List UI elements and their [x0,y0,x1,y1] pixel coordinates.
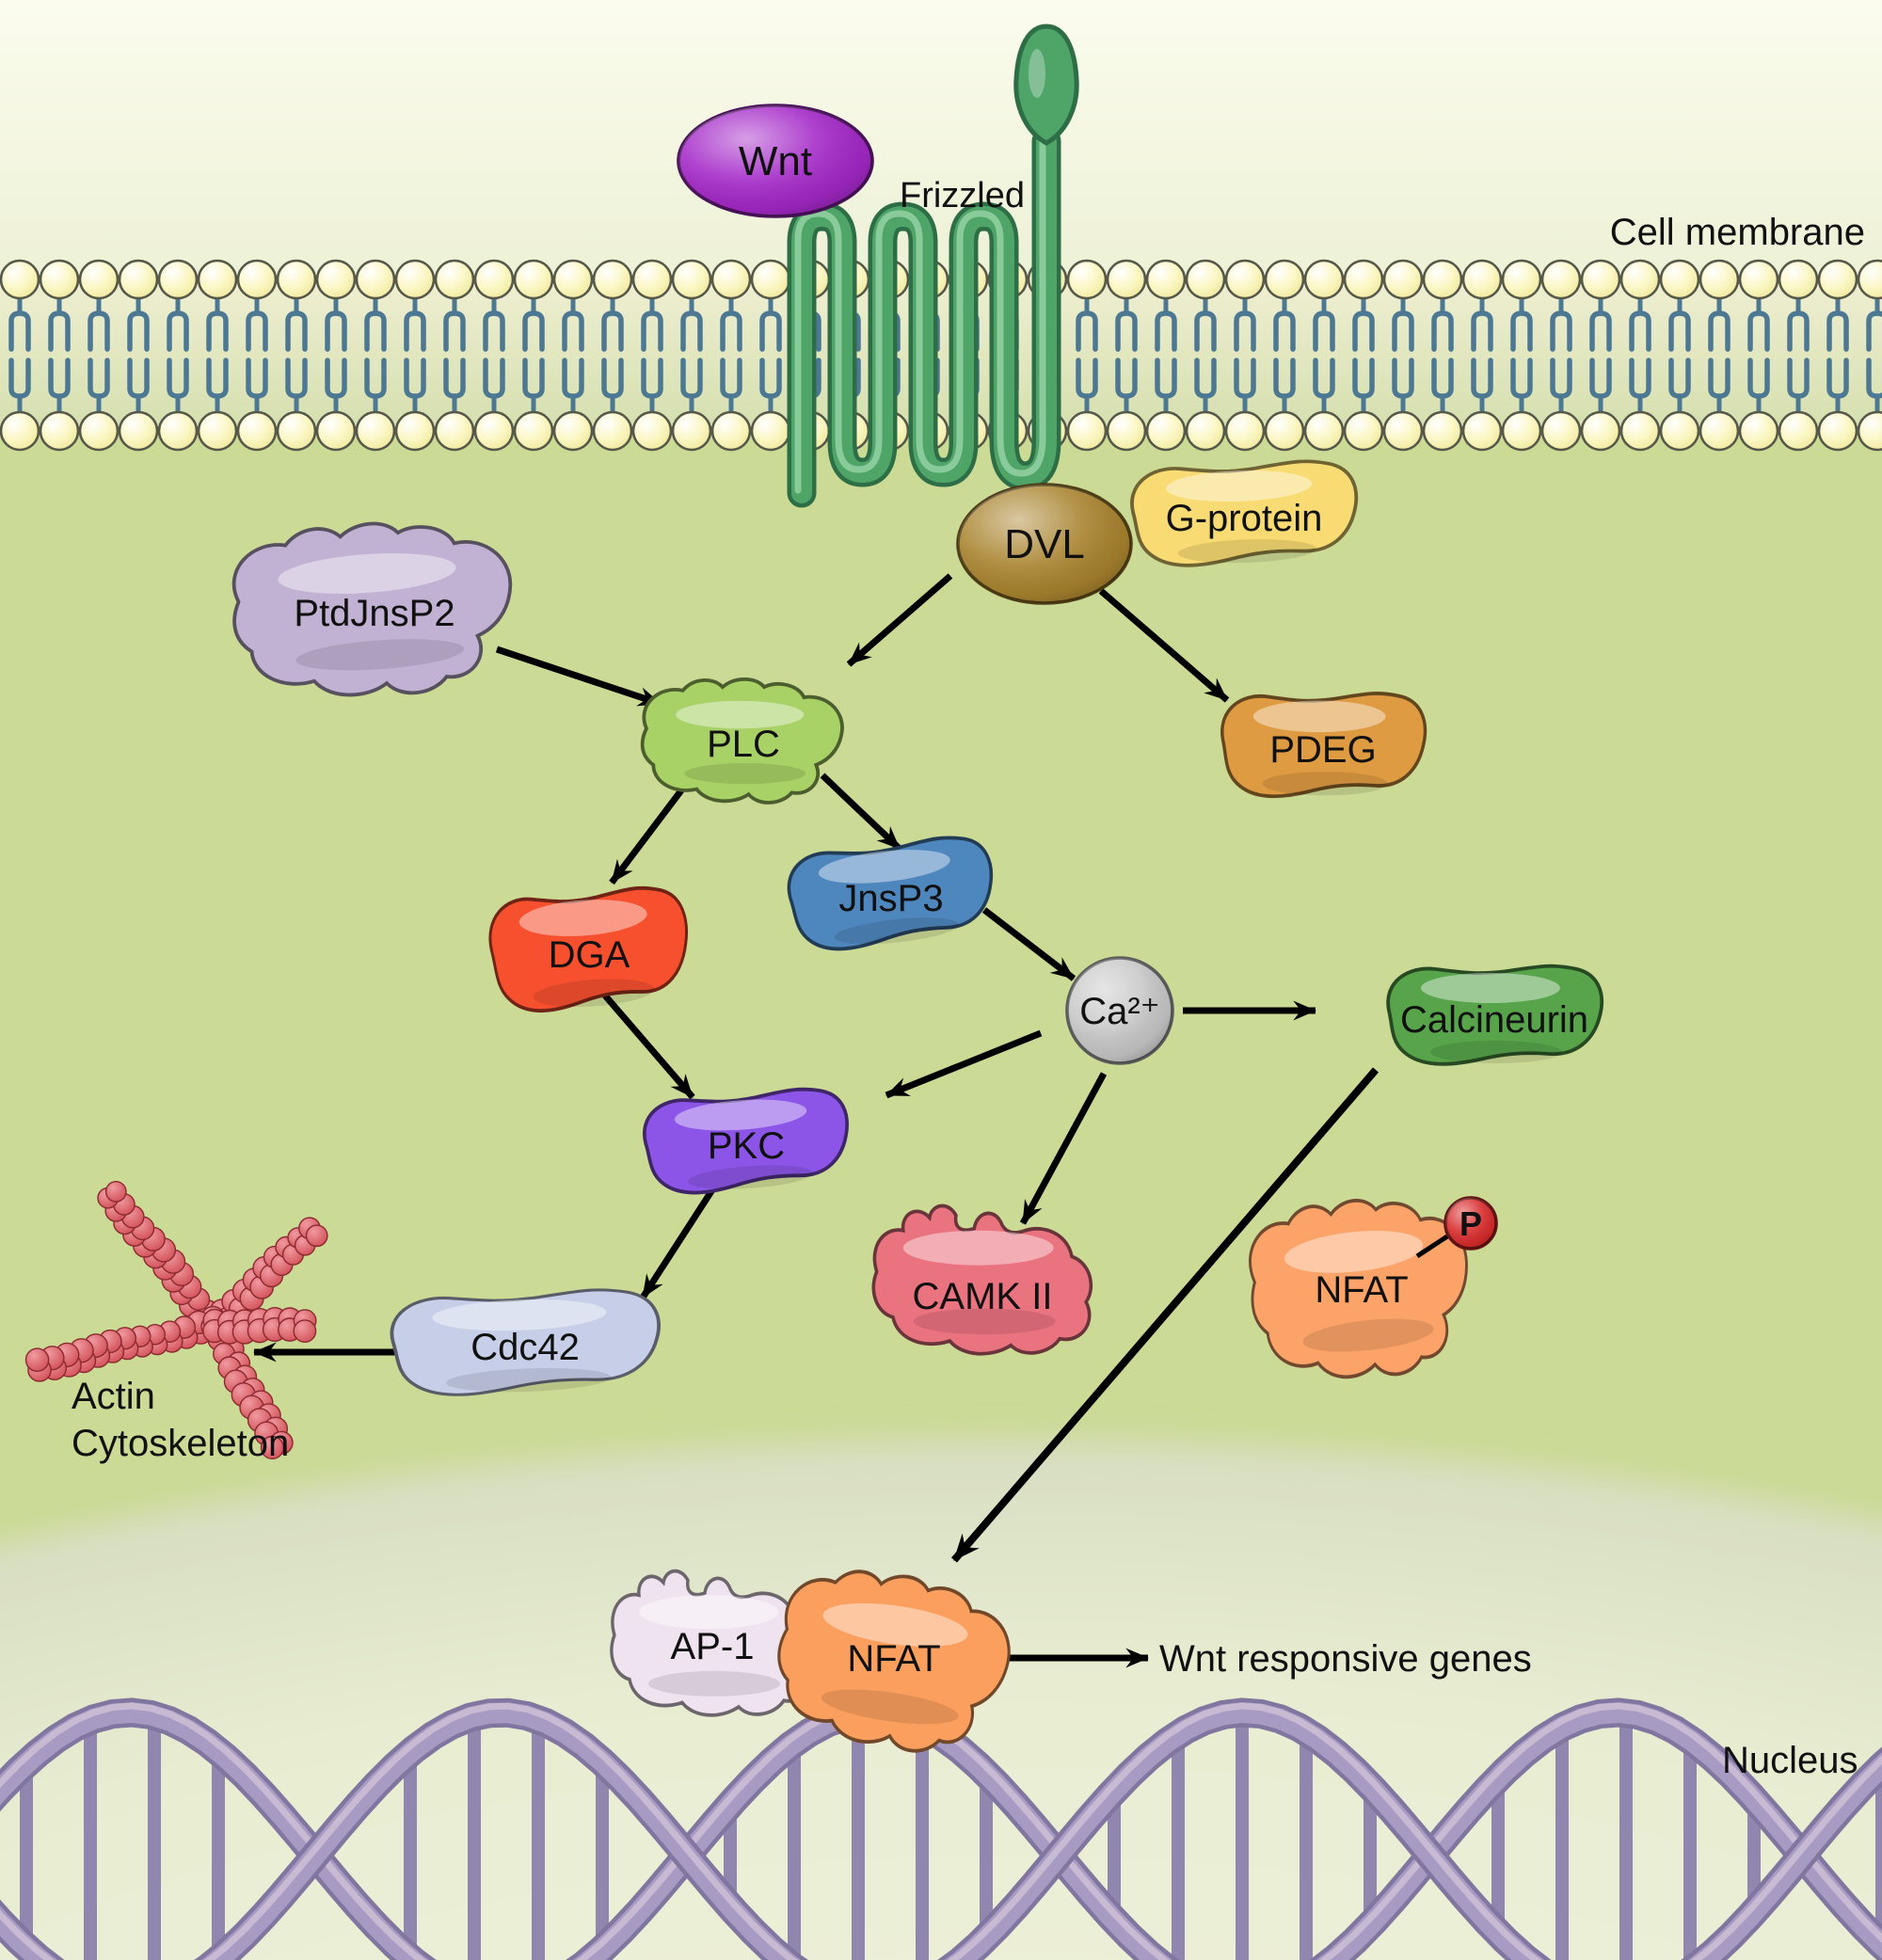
membrane-interior [0,279,1882,433]
ap1-node: AP-1 [609,1569,815,1717]
actin-label-line1: Actin [72,1376,155,1417]
pdeg-node: PDEG [1220,692,1427,799]
actin-filament-network [24,1181,328,1459]
nfat-cytoplasm-node: NFAT [1240,1187,1479,1391]
cdc42-node-label: Cdc42 [470,1327,580,1368]
dga-node: DGA [485,883,694,1016]
actin-label-line2: Cytoskeleton [72,1423,289,1464]
g-protein-node: G-protein [1128,457,1361,569]
wnt-label: Wnt [739,138,812,184]
dga-node-label: DGA [549,934,630,976]
calcium-gloss [1067,958,1172,1063]
calcineurin-node-label: Calcineurin [1400,999,1588,1041]
jnsp3-node: JnsP3 [783,831,999,956]
ap1-node-label: AP-1 [671,1626,755,1667]
jnsp3-node-label: JnsP3 [838,878,943,919]
nfat-cytoplasm-node-label: NFAT [1315,1269,1408,1311]
phosphate-label: P [1459,1204,1482,1243]
cell-membrane-label: Cell membrane [1610,212,1865,253]
wnt-responsive-genes-label: Wnt responsive genes [1159,1638,1532,1680]
pathway-arrows [253,573,1380,1668]
phosphate-connector [1415,1234,1449,1259]
calcium-node: Ca²⁺ [1065,956,1174,1065]
phosphate-gloss [1445,1198,1496,1249]
plc-node: PLC [640,677,844,805]
wnt-gloss [678,105,872,216]
pkc-node-label: PKC [708,1125,785,1167]
calcineurin-node: Calcineurin [1386,964,1604,1066]
ptdjnsp2-node-label: PtdJnsP2 [294,593,455,634]
plc-node-label: PLC [707,724,780,765]
frizzled-receptor [787,24,1079,508]
wnt-node: Wnt [677,104,874,218]
dvl-gloss [958,485,1131,603]
g-protein-node-label: G-protein [1166,498,1323,539]
camk2-node: CAMK II [871,1203,1093,1356]
frizzled-label: Frizzled [900,176,1025,215]
dvl-node: DVL [956,483,1133,605]
nfat-nucleus-node-label: NFAT [847,1638,940,1680]
calcium-label: Ca²⁺ [1079,991,1160,1032]
ptdjnsp2-node: PtdJnsP2 [226,512,519,708]
nfat-nucleus-node: NFAT [766,1558,1020,1764]
nucleus-label: Nucleus [1722,1740,1858,1781]
dvl-label: DVL [1004,521,1085,567]
camk2-node-label: CAMK II [913,1276,1053,1317]
phosphate-node: P [1415,1196,1498,1259]
pkc-node: PKC [640,1084,853,1199]
pdeg-node-label: PDEG [1269,729,1376,771]
cdc42-node: Cdc42 [389,1285,663,1399]
extracellular-background [0,0,1882,282]
